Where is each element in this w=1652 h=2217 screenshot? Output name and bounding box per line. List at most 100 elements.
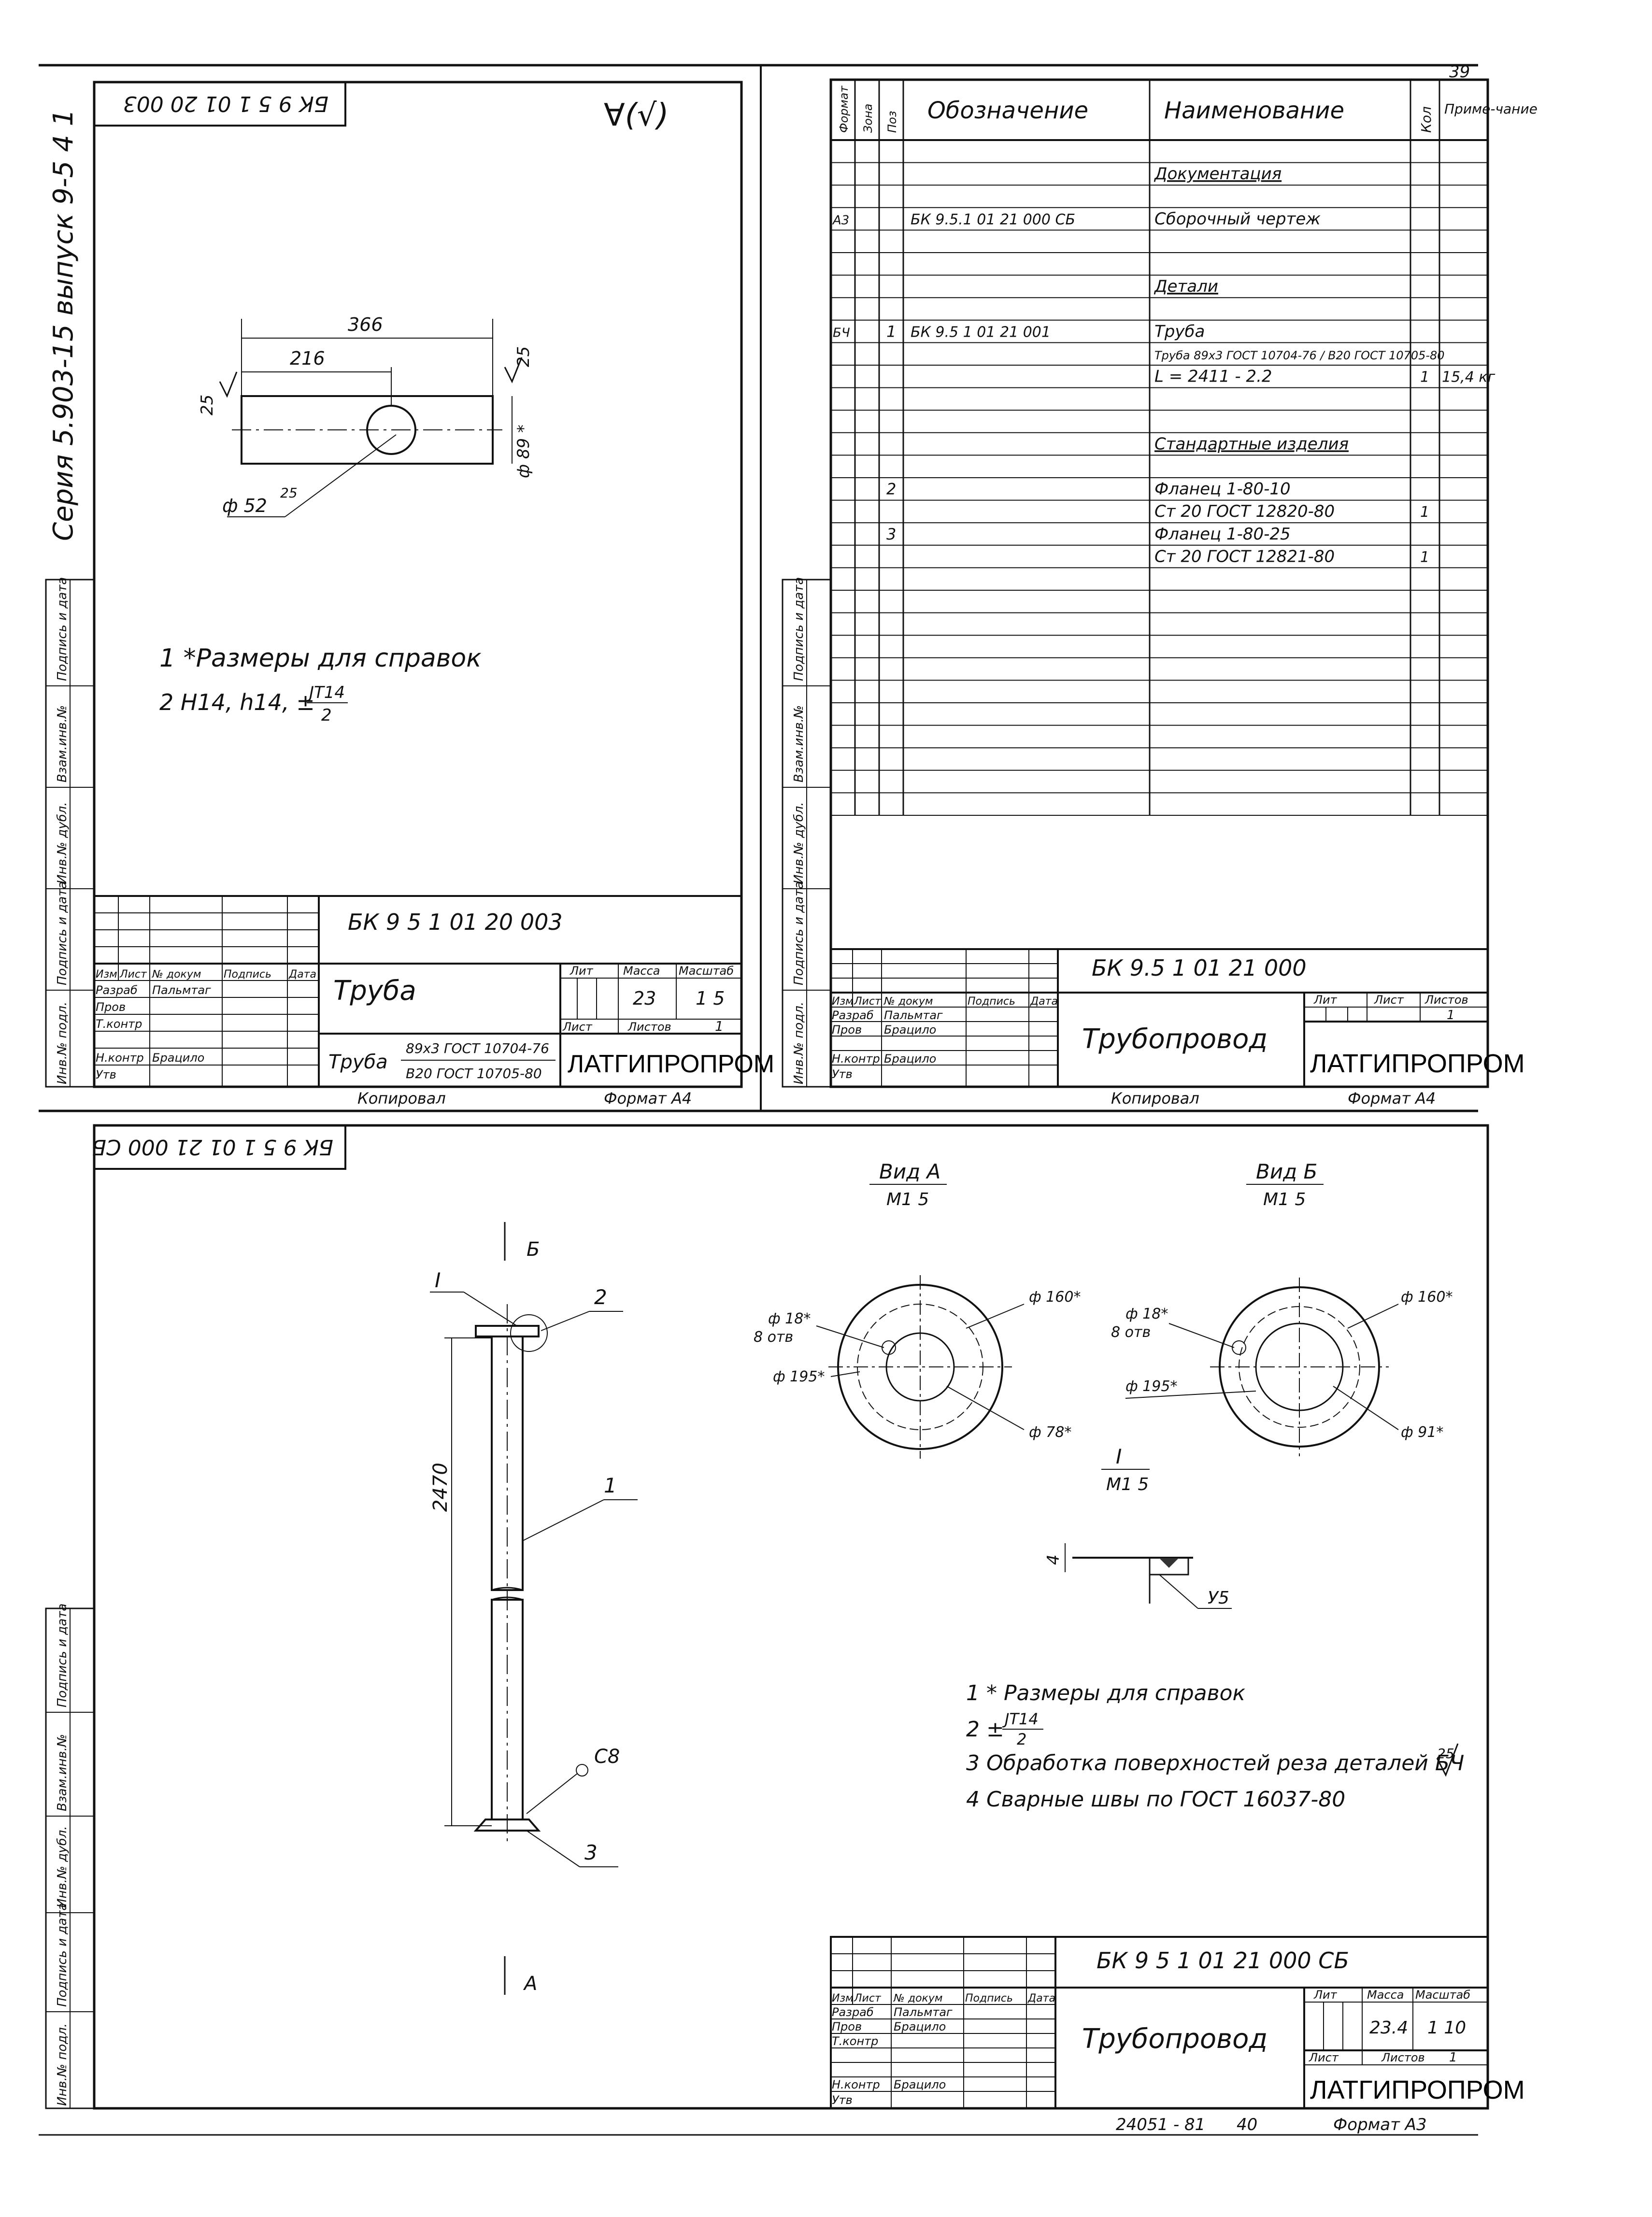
spec-cell-name: Детали xyxy=(1154,277,1218,296)
spec-tb-code: БК 9.5 1 01 21 000 xyxy=(1092,955,1307,981)
spec-header-code: Обозначение xyxy=(927,97,1088,124)
pipe-note-2-num: JT14 xyxy=(306,683,345,702)
person-razrab: Пальмтаг xyxy=(884,1009,943,1022)
pipe-view: 366 216 25 25 ф 89 * ф 52 25 xyxy=(198,314,533,517)
pipe-note-2: 2 H14, h14, ± xyxy=(159,689,315,715)
role-razrab: Разраб xyxy=(96,983,138,997)
view-a-pcd: ф 160* xyxy=(1029,1289,1081,1306)
role-prov: Пров xyxy=(832,2020,862,2033)
stamp-label: Подпись и дата xyxy=(55,881,70,985)
tb-lit: Лит xyxy=(1313,1988,1338,2002)
role-prov: Пров xyxy=(832,1023,862,1037)
spec-cell-pos: 1 xyxy=(886,322,896,341)
tb-mass: 23 xyxy=(633,988,656,1009)
tb-org: ЛАТГИПРОПРОМ xyxy=(568,1050,774,1078)
assembly-note-4: 4 Сварные швы по ГОСТ 16037-80 xyxy=(966,1787,1345,1812)
tb-col-doc: № докум xyxy=(152,968,201,981)
spec-cell-name: Сборочный чертеж xyxy=(1154,209,1321,228)
dia-pipe: ф 89 * xyxy=(514,425,533,478)
person-razrab: Пальмтаг xyxy=(152,983,211,997)
spec-cell-name: Документация xyxy=(1154,164,1282,184)
spec-cell-name: Ст 20 ГОСТ 12821-80 xyxy=(1154,547,1335,566)
tb-scale: 1 10 xyxy=(1427,2018,1466,2038)
tb-sheets: 1 xyxy=(715,1018,724,1034)
assembly-title-block: БК 9 5 1 01 21 000 СБ Изм Лист № докум П… xyxy=(830,1936,1525,2109)
stamp-label: Взам.инв.№ xyxy=(55,1734,70,1811)
tb-sheet-label: Лист xyxy=(562,1020,593,1034)
stamp-label: Подпись и дата xyxy=(792,881,806,985)
dim-2470: 2470 xyxy=(429,1463,452,1512)
assembly-note-2-den: 2 xyxy=(1017,1730,1026,1748)
tb-col-sign: Подпись xyxy=(968,995,1015,1008)
stamp-column-2: Подпись и дата Взам.инв.№ Инв.№ дубл. По… xyxy=(782,577,832,1088)
spec-cell-note: 15,4 кг xyxy=(1442,369,1495,386)
tb-col-date: Дата xyxy=(288,968,316,981)
spec-cell-name: Труба xyxy=(1154,322,1205,341)
stamp-column-3: Подпись и дата Взам.инв.№ Инв.№ дубл. По… xyxy=(45,1604,95,2109)
stamp-label: Подпись и дата xyxy=(792,577,806,681)
role-razrab: Разраб xyxy=(832,1009,874,1022)
detail-i-dim: 4 xyxy=(1044,1554,1063,1565)
spec-cell-name: Стандартные изделия xyxy=(1154,434,1349,454)
spec-cell-name: Фланец 1-80-25 xyxy=(1154,525,1291,544)
view-a-inner: ф 78* xyxy=(1029,1424,1071,1441)
view-b-outer: ф 195* xyxy=(1125,1378,1177,1395)
spec-cell-pos: 2 xyxy=(886,480,896,498)
weld-c8: С8 xyxy=(594,1746,620,1768)
tb-lit: Лит xyxy=(1313,993,1338,1007)
spec-header-pos: Поз xyxy=(885,111,899,133)
stamp-label: Подпись и дата xyxy=(55,577,70,681)
role-nkontr: Н.контр xyxy=(832,2078,880,2091)
format-label-1: Формат А4 xyxy=(604,1089,692,1108)
tb-sheet-label: Лист xyxy=(1374,993,1404,1007)
tb-col-izm: Изм xyxy=(832,995,854,1008)
spec-cell-qty: 1 xyxy=(1420,549,1429,566)
view-b-holes: 8 отв xyxy=(1111,1324,1151,1341)
tb-sheets-label: Листов xyxy=(627,1020,671,1034)
person-nkontr: Брацило xyxy=(152,1051,204,1065)
pipe-title-block: БК 9 5 1 01 20 003 Изм Лист № докум Подп… xyxy=(93,895,774,1088)
stamp-label: Инв.№ подл. xyxy=(55,1002,70,1084)
role-utv: Утв xyxy=(832,2093,853,2107)
role-prov: Пров xyxy=(96,1000,126,1014)
view-b: Вид Б М1 5 ф 18* 8 отв ф 195* ф 160* ф 9… xyxy=(1111,1160,1453,1456)
view-a-title: Вид А xyxy=(879,1160,940,1183)
format-label-2: Формат А4 xyxy=(1348,1089,1436,1108)
pipe-rotated-code: БК 9 5 1 01 20 003 xyxy=(123,91,328,116)
person-razrab: Пальмтаг xyxy=(894,2005,953,2019)
detail-i: I М1 5 4 У5 xyxy=(1044,1445,1232,1609)
assembly-note-2: 2 ± xyxy=(966,1717,1004,1742)
rough-left: 25 xyxy=(198,395,217,415)
tb-org: ЛАТГИПРОПРОМ xyxy=(1310,2075,1525,2104)
tb-scale-label: Масштаб xyxy=(679,964,734,978)
spec-title-block: БК 9.5 1 01 21 000 Изм Лист № докум Подп… xyxy=(830,948,1525,1088)
spec-cell-name: Труба 89х3 ГОСТ 10704-76 / В20 ГОСТ 1070… xyxy=(1154,349,1445,362)
spec-cell-name: L = 2411 - 2.2 xyxy=(1154,367,1272,386)
tb-sheets-label: Листов xyxy=(1381,2051,1425,2064)
stamp-label: Инв.№ дубл. xyxy=(792,802,806,884)
bottom-code: 24051 - 81 xyxy=(1116,2115,1205,2134)
assembly-tb-code: БК 9 5 1 01 21 000 СБ xyxy=(1097,1947,1349,1974)
copied-label-2: Копировал xyxy=(1111,1089,1199,1108)
role-razrab: Разраб xyxy=(832,2005,874,2019)
spec-cell-code: БК 9.5 1 01 21 001 xyxy=(911,324,1051,341)
spec-tb-name: Трубопровод xyxy=(1082,1023,1267,1055)
pos-3: 3 xyxy=(584,1841,598,1864)
tb-col-list: Лист xyxy=(854,1992,882,2004)
tb-sheet-label: Лист xyxy=(1309,2051,1339,2064)
spec-header-format: Формат xyxy=(837,85,851,133)
view-a: Вид А М1 5 ф 18* 8 отв ф 195* ф 160* ф 7… xyxy=(754,1160,1081,1459)
tb-scale-label: Масштаб xyxy=(1415,1988,1470,2002)
format-label-3: Формат А3 xyxy=(1333,2115,1427,2134)
person-prov: Брацило xyxy=(894,2020,946,2033)
roughness-symbol: ∀(√) xyxy=(604,98,669,133)
role-nkontr: Н.контр xyxy=(96,1051,144,1065)
arrow-a-label: А xyxy=(523,1973,537,1995)
spec-header-qty: Кол xyxy=(1418,106,1434,133)
detail-i-scale: М1 5 xyxy=(1106,1475,1149,1494)
view-a-holes: 8 отв xyxy=(754,1329,793,1346)
tb-col-list: Лист xyxy=(119,968,147,981)
